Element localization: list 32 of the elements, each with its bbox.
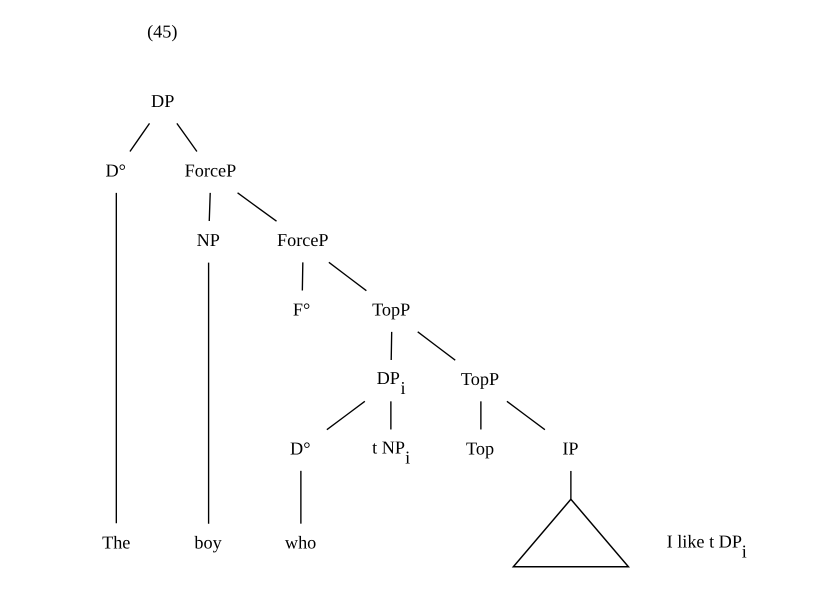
node-text: NP [196, 230, 220, 250]
connector [416, 331, 456, 361]
connector [208, 192, 210, 222]
connector [390, 332, 392, 360]
connector [328, 262, 366, 292]
node-text: F° [292, 300, 310, 320]
connector [326, 400, 365, 430]
connector [236, 192, 276, 222]
node-text: DP [150, 91, 174, 112]
node-text: Top [466, 438, 494, 459]
node-text: who [284, 532, 316, 553]
node-text: D° [290, 438, 310, 459]
connector [480, 401, 482, 430]
connector [506, 400, 545, 430]
connector [176, 122, 197, 152]
node-text: ForceP [184, 160, 236, 181]
connector [207, 262, 209, 524]
connector [300, 470, 302, 524]
connector [115, 192, 116, 524]
connector [390, 401, 392, 430]
label: (45) [146, 22, 177, 42]
connector [128, 122, 150, 152]
node-text: TopP [372, 300, 410, 320]
node-text: IP [562, 438, 578, 459]
connector [301, 262, 303, 290]
node-triangle [511, 498, 630, 568]
node-text: The [102, 532, 130, 553]
node-text: TopP [460, 369, 499, 390]
node-text: D° [104, 160, 126, 181]
node-text: boy [194, 532, 222, 553]
node-text: ForceP [276, 230, 328, 250]
connector [570, 470, 572, 500]
